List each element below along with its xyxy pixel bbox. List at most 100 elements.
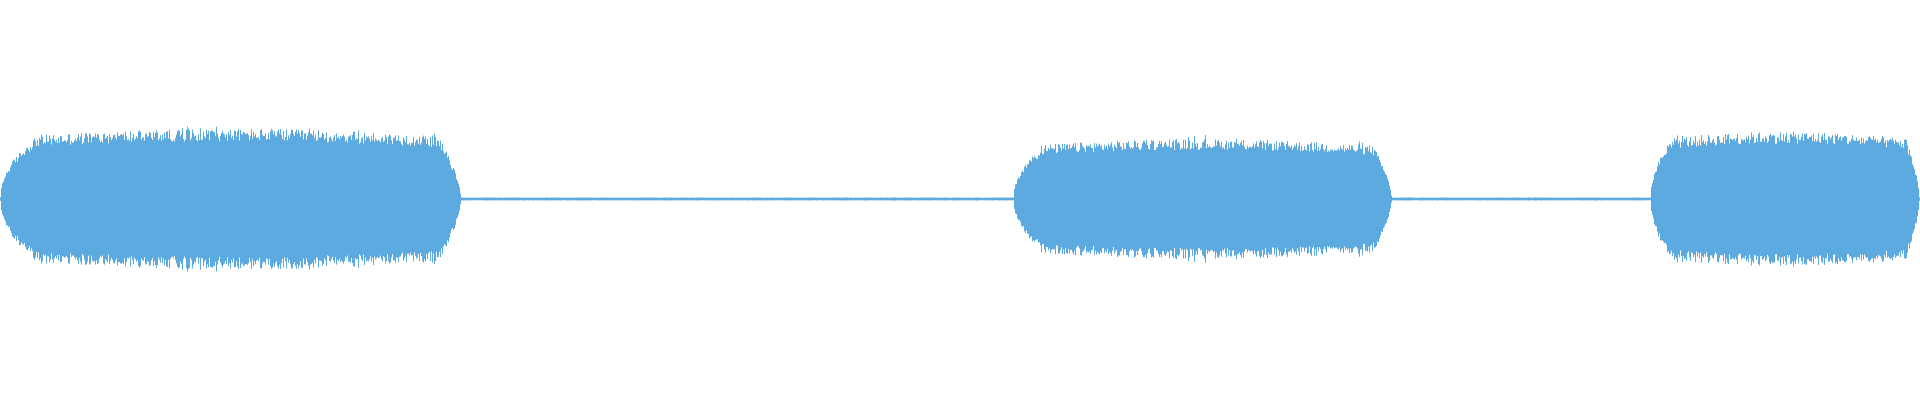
- waveform-sample: [361, 138, 362, 260]
- waveform-sample: [700, 197, 701, 201]
- waveform-sample: [1041, 145, 1042, 253]
- waveform-sample: [1064, 143, 1065, 255]
- waveform-sample: [1530, 197, 1531, 201]
- waveform-sample: [679, 197, 680, 201]
- waveform-sample: [124, 139, 125, 259]
- waveform-sample: [136, 136, 137, 262]
- waveform-sample: [1617, 197, 1618, 201]
- waveform-sample: [64, 140, 65, 258]
- waveform-sample: [532, 197, 533, 201]
- waveform-sample: [18, 158, 19, 240]
- waveform-sample: [530, 197, 531, 201]
- waveform-sample: [711, 197, 712, 201]
- waveform-sample: [642, 197, 643, 201]
- waveform-sample: [802, 197, 803, 201]
- waveform-sample: [431, 146, 432, 252]
- waveform-sample: [1130, 148, 1131, 250]
- waveform-sample: [27, 147, 28, 251]
- waveform-sample: [1379, 159, 1380, 239]
- waveform-sample: [1645, 197, 1646, 201]
- waveform-sample: [1881, 139, 1882, 259]
- waveform-sample: [1132, 148, 1133, 250]
- waveform-sample: [862, 197, 863, 201]
- waveform-sample: [1199, 149, 1200, 249]
- waveform-sample: [1445, 197, 1446, 201]
- waveform-sample: [1582, 197, 1583, 201]
- waveform-sample: [1215, 139, 1216, 259]
- waveform-sample: [134, 140, 135, 258]
- waveform-sample: [1655, 172, 1656, 226]
- waveform-sample: [1480, 197, 1481, 201]
- waveform-sample: [1807, 138, 1808, 260]
- waveform-sample: [830, 197, 831, 201]
- waveform-sample: [957, 197, 958, 201]
- waveform-sample: [1514, 197, 1515, 201]
- waveform-sample: [1756, 138, 1757, 260]
- waveform-sample: [239, 140, 240, 258]
- waveform-sample: [57, 143, 58, 255]
- waveform-sample: [1326, 145, 1327, 253]
- waveform-sample: [178, 130, 179, 269]
- waveform-sample: [1740, 143, 1741, 255]
- waveform-sample: [404, 139, 405, 259]
- waveform-sample: [836, 197, 837, 201]
- waveform-sample: [51, 144, 52, 254]
- waveform-sample: [449, 160, 450, 238]
- waveform-sample: [1111, 142, 1112, 256]
- waveform-sample: [434, 133, 435, 265]
- waveform-sample: [604, 197, 605, 201]
- waveform-sample: [372, 140, 373, 258]
- waveform-sample: [1897, 142, 1898, 256]
- waveform-sample: [1012, 197, 1013, 201]
- waveform-sample: [54, 139, 55, 259]
- waveform-sample: [385, 134, 386, 264]
- waveform-sample: [797, 197, 798, 201]
- waveform-sample: [1818, 133, 1819, 265]
- waveform-sample: [258, 137, 259, 261]
- waveform-sample: [556, 197, 557, 201]
- waveform-sample: [784, 197, 785, 201]
- waveform-sample: [838, 197, 839, 201]
- waveform-sample: [1098, 145, 1099, 253]
- waveform-sample: [1720, 143, 1721, 255]
- waveform-sample: [1677, 135, 1678, 263]
- waveform-sample: [1512, 197, 1513, 201]
- waveform-sample: [967, 197, 968, 201]
- waveform-sample: [1610, 197, 1611, 201]
- waveform-sample: [436, 146, 437, 252]
- waveform-sample: [519, 197, 520, 201]
- waveform-sample: [1158, 144, 1159, 254]
- waveform-sample: [1798, 134, 1799, 264]
- waveform-sample: [922, 197, 923, 201]
- waveform-sample: [849, 197, 850, 201]
- waveform-sample: [572, 197, 573, 201]
- waveform-sample: [1864, 143, 1865, 255]
- waveform-sample: [1082, 146, 1083, 252]
- waveform-sample: [1806, 133, 1807, 265]
- waveform-sample: [958, 197, 959, 201]
- waveform-sample: [1643, 197, 1644, 201]
- waveform-sample: [513, 197, 514, 201]
- waveform-sample: [308, 132, 309, 266]
- waveform-sample: [1543, 197, 1544, 201]
- waveform-sample: [145, 134, 146, 264]
- waveform-sample: [1204, 139, 1205, 259]
- waveform-sample: [705, 197, 706, 201]
- waveform-sample: [535, 197, 536, 201]
- waveform-sample: [461, 197, 462, 201]
- waveform-sample: [937, 197, 938, 201]
- waveform-sample: [1084, 148, 1085, 250]
- waveform-sample: [1347, 148, 1348, 250]
- waveform-sample: [4, 178, 5, 220]
- waveform-sample: [942, 197, 943, 201]
- waveform-sample: [1143, 140, 1144, 257]
- waveform-sample: [1131, 147, 1132, 251]
- waveform-sample: [1046, 151, 1047, 247]
- waveform-sample: [345, 141, 346, 257]
- waveform-sample: [939, 197, 940, 201]
- waveform-sample: [1457, 197, 1458, 201]
- waveform-sample: [188, 129, 189, 269]
- waveform-sample: [1134, 140, 1135, 258]
- waveform-sample: [754, 197, 755, 201]
- waveform-sample: [1500, 197, 1501, 201]
